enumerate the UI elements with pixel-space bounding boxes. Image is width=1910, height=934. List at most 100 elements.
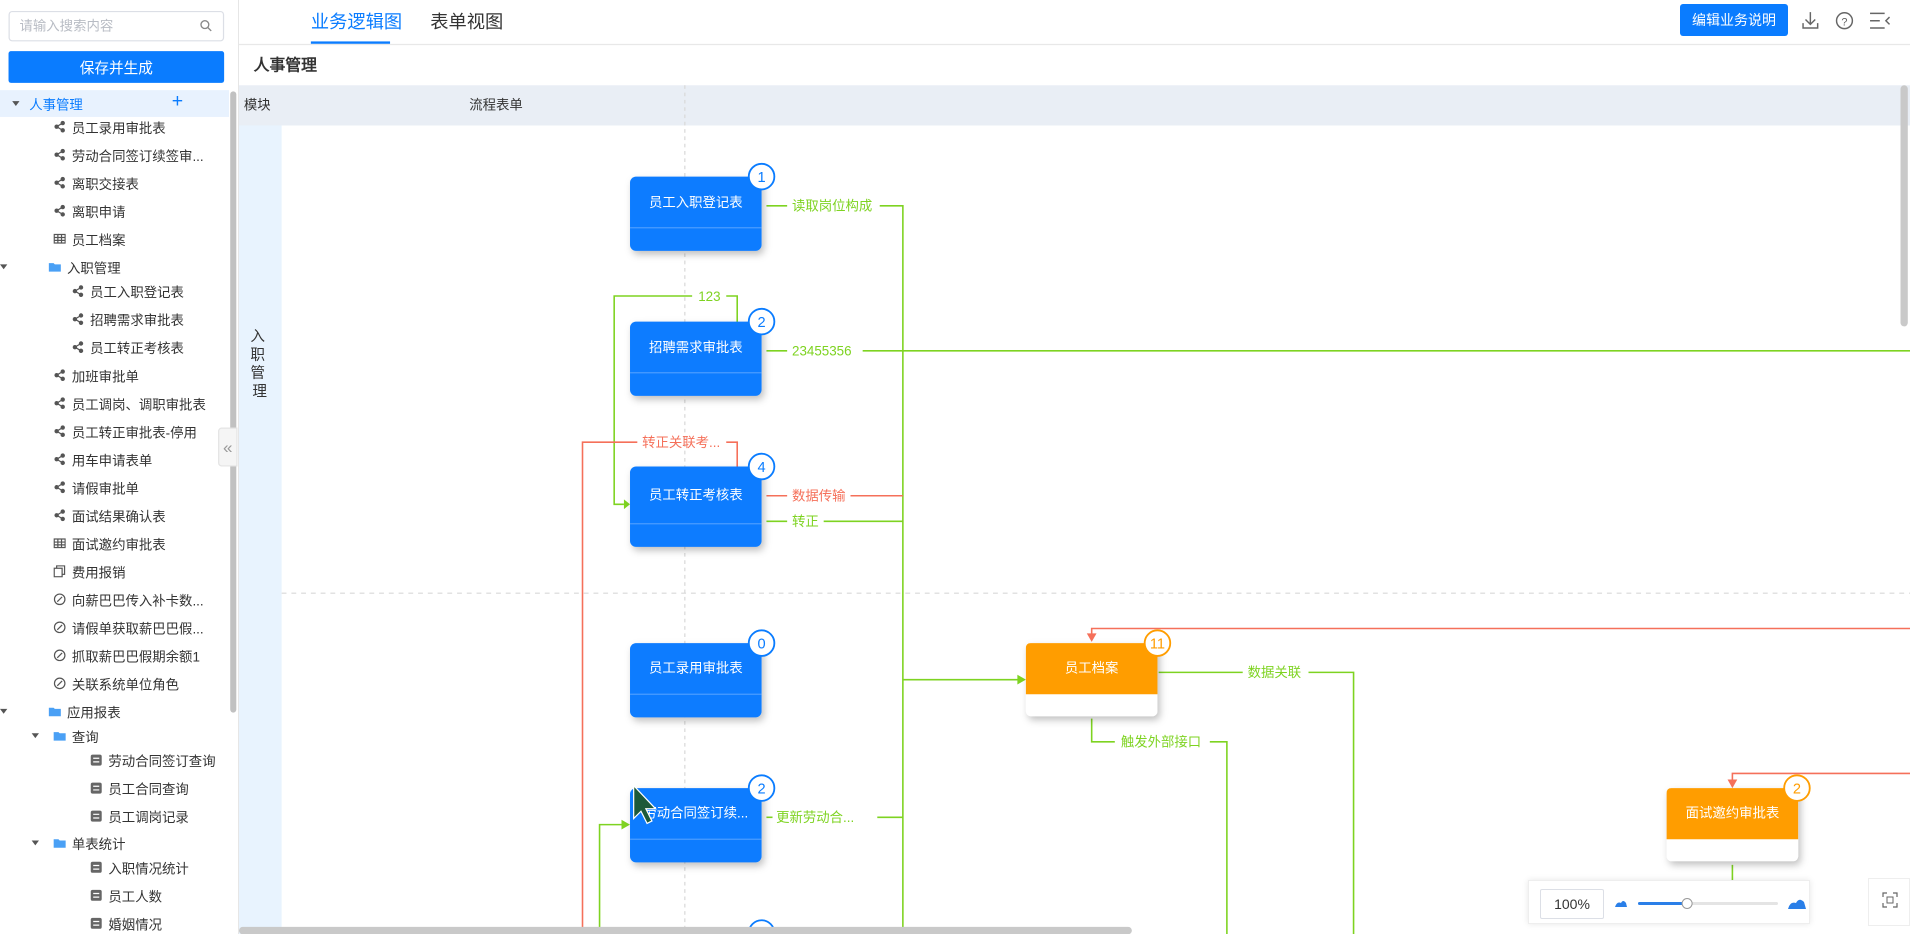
node-badge: 11 xyxy=(1150,637,1165,653)
download-icon[interactable] xyxy=(1802,12,1819,29)
zoom-out-icon[interactable] xyxy=(1615,901,1627,907)
sidebar-item[interactable]: 面试结果确认表 xyxy=(0,502,229,529)
sidebar-item[interactable]: 婚姻情况 xyxy=(0,910,229,934)
link-icon xyxy=(53,593,66,606)
sidebar-item-label: 面试邀约审批表 xyxy=(71,538,166,554)
sidebar-item-label: 员工录用审批表 xyxy=(71,121,166,137)
sidebar-item[interactable]: 劳动合同签订查询 xyxy=(0,747,229,774)
node-label: 劳动合同签订续... xyxy=(643,804,748,820)
sidebar-item[interactable]: 入职情况统计 xyxy=(0,854,229,881)
edge-label[interactable]: 触发外部接口 xyxy=(1121,734,1201,750)
sidebar-item[interactable]: 查询 xyxy=(0,722,229,749)
sidebar-item[interactable]: 员工入职登记表 xyxy=(0,278,229,305)
caret-down-icon[interactable] xyxy=(31,840,39,846)
zoom-in-icon[interactable] xyxy=(1788,899,1806,909)
edge-label[interactable]: 123 xyxy=(698,289,720,304)
sidebar-item[interactable]: 离职申请 xyxy=(0,197,229,224)
double-chevron-left-icon: « xyxy=(223,437,233,457)
sidebar-item-label: 用车申请表单 xyxy=(71,454,153,469)
fit-screen-button[interactable] xyxy=(1868,878,1910,926)
zoom-level[interactable]: 100% xyxy=(1540,889,1604,919)
sidebar-item[interactable]: 员工人数 xyxy=(0,882,229,909)
zoom-slider[interactable] xyxy=(1613,895,1813,913)
node-label: 面试邀约审批表 xyxy=(1686,805,1780,820)
tab-form-view[interactable]: 表单视图 xyxy=(430,11,503,32)
sidebar-item[interactable]: 用车申请表单 xyxy=(0,446,229,473)
save-generate-button[interactable]: 保存并生成 xyxy=(8,51,225,83)
search-box[interactable] xyxy=(8,10,225,42)
search-input[interactable] xyxy=(9,12,193,41)
caret-down-icon[interactable] xyxy=(0,264,8,270)
sidebar-item[interactable]: 向薪巴巴传入补卡数... xyxy=(0,586,229,613)
caret-down-icon[interactable] xyxy=(12,101,20,106)
sidebar-item-label: 请假审批单 xyxy=(71,482,139,497)
sidebar-item[interactable]: 人事管理+ xyxy=(0,90,230,117)
sidebar-item[interactable]: 面试邀约审批表 xyxy=(0,530,229,557)
edge-label[interactable]: 数据传输 xyxy=(792,489,846,504)
node-employee-onboarding-form[interactable]: 员工入职登记表 1 xyxy=(630,162,776,251)
tab-business-logic[interactable]: 业务逻辑图 xyxy=(311,11,402,32)
edge-label[interactable]: 读取岗位构成 xyxy=(792,199,872,214)
sidebar-item[interactable]: 员工转正考核表 xyxy=(0,334,229,361)
sidebar-item[interactable]: 请假审批单 xyxy=(0,474,229,501)
sidebar-item[interactable]: 关联系统单位角色 xyxy=(0,670,229,697)
edge-label[interactable]: 更新劳动合... xyxy=(776,810,854,825)
sidebar-item[interactable]: 员工调岗、调职审批表 xyxy=(0,390,229,417)
sidebar-item[interactable]: 员工合同查询 xyxy=(0,775,229,802)
sidebar-item[interactable]: 应用报表 xyxy=(0,698,229,725)
node-badge: 2 xyxy=(1793,782,1801,798)
node-label: 员工入职登记表 xyxy=(649,195,743,210)
collapse-sidebar-button[interactable]: « xyxy=(218,427,238,467)
diagram-canvas: 业务逻辑图 表单视图 ? 人事管理 模块 xyxy=(239,0,1910,934)
help-icon[interactable]: ? xyxy=(1835,12,1854,30)
sidebar-scrollbar[interactable] xyxy=(230,91,237,713)
sidebar-item[interactable]: 离职交接表 xyxy=(0,169,229,196)
sidebar-item-label: 员工合同查询 xyxy=(108,783,189,798)
sidebar-item[interactable]: 劳动合同签订续签审... xyxy=(0,141,229,168)
sidebar-item[interactable]: 加班审批单 xyxy=(0,362,229,389)
table-icon xyxy=(53,233,66,244)
sidebar-item[interactable]: 员工录用审批表 xyxy=(0,113,229,140)
caret-down-icon[interactable] xyxy=(0,708,8,714)
main-area: 业务逻辑图 表单视图 ? 人事管理 模块 xyxy=(239,0,1910,934)
share-icon xyxy=(54,120,65,133)
sidebar-item[interactable]: 招聘需求审批表 xyxy=(0,306,229,333)
sidebar-item[interactable]: 入职管理 xyxy=(0,253,229,280)
sidebar-item[interactable]: 单表统计 xyxy=(0,830,229,857)
share-icon xyxy=(72,313,84,325)
horizontal-scrollbar[interactable] xyxy=(239,926,1132,934)
report-icon xyxy=(90,861,102,873)
edit-business-description-button[interactable]: 编辑业务说明 xyxy=(1680,4,1788,36)
sidebar-item-label: 员工调岗、调职审批表 xyxy=(71,398,206,413)
sidebar-item[interactable]: 抓取薪巴巴假期余额1 xyxy=(0,642,229,669)
sidebar-item[interactable]: 员工转正审批表-停用 xyxy=(0,418,229,445)
sidebar-item[interactable]: 费用报销 xyxy=(0,558,229,585)
node-employee-archive[interactable]: 员工档案 11 xyxy=(1025,629,1172,717)
search-icon[interactable] xyxy=(200,19,212,32)
sidebar-item[interactable]: 员工调岗记录 xyxy=(0,803,229,830)
sidebar-item[interactable]: 请假单获取薪巴巴假... xyxy=(0,614,229,641)
node-probation-assessment-form[interactable]: 员工转正考核表 4 xyxy=(630,452,776,547)
node-label: 员工转正考核表 xyxy=(649,487,743,502)
node-badge: 4 xyxy=(757,460,765,476)
node-recruitment-request-form[interactable]: 招聘需求审批表 2 xyxy=(630,307,776,396)
edge-label[interactable]: 转正关联考... xyxy=(642,435,720,450)
edge-label[interactable]: 转正 xyxy=(792,514,819,529)
add-icon[interactable]: + xyxy=(171,91,184,113)
sidebar-item-label: 应用报表 xyxy=(66,706,121,722)
sidebar-item-label: 员工人数 xyxy=(108,890,163,906)
node-badge: 1 xyxy=(757,170,765,186)
zoom-slider-thumb[interactable] xyxy=(1681,898,1693,909)
node-interview-invitation-form[interactable]: 面试邀约审批表 2 xyxy=(1666,774,1811,862)
node-employment-approval-form[interactable]: 员工录用审批表 0 xyxy=(630,629,776,718)
node-labor-contract-form[interactable]: 劳动合同签订续... 2 xyxy=(630,774,776,863)
sidebar-item-label: 请假单获取薪巴巴假... xyxy=(71,622,204,638)
report-icon xyxy=(90,782,102,794)
sidebar-item[interactable]: 员工档案 xyxy=(0,225,229,252)
vertical-scrollbar[interactable] xyxy=(1900,85,1908,327)
edge-label[interactable]: 数据关联 xyxy=(1248,665,1302,680)
edge-label[interactable]: 23455356 xyxy=(792,344,852,359)
menu-collapse-icon[interactable] xyxy=(1870,12,1891,29)
folder-icon xyxy=(53,732,66,741)
caret-down-icon[interactable] xyxy=(31,733,39,739)
